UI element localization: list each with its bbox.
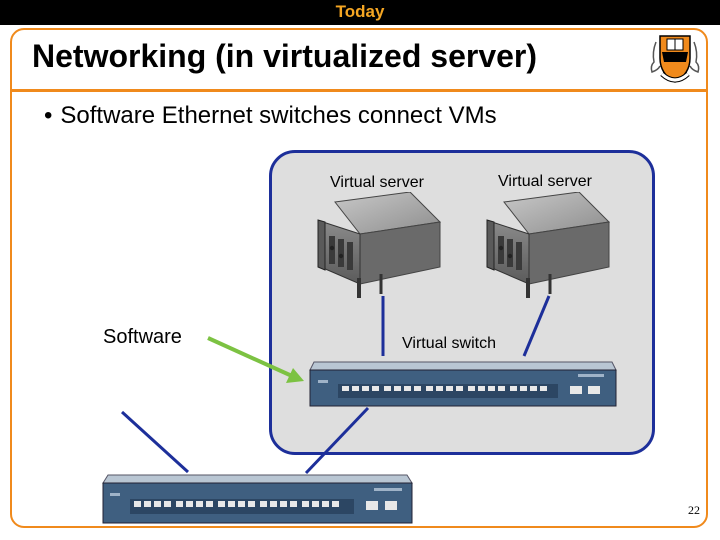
bullet-item: • Software Ethernet switches connect VMs [44, 102, 497, 130]
header-bar: Today [0, 0, 720, 25]
page-number: 22 [688, 503, 700, 517]
switch-ports [342, 386, 547, 391]
header-label: Today [335, 2, 385, 21]
bullet-text: Software Ethernet switches connect VMs [60, 102, 497, 129]
ethernet-switch-icon [309, 361, 617, 407]
title-divider [10, 89, 708, 92]
bullet-dot: • [44, 102, 53, 129]
software-label: Software [103, 326, 182, 348]
server-rack-icon [317, 192, 442, 298]
slide-frame [10, 28, 708, 528]
ethernet-switch-icon [102, 474, 413, 524]
princeton-shield-icon [650, 35, 700, 83]
slide-title: Networking (in virtualized server) [32, 38, 538, 74]
virtual-switch-label: Virtual switch [402, 335, 496, 352]
virtual-server-label: Virtual server [498, 173, 592, 190]
virtual-server-label: Virtual server [330, 174, 424, 191]
server-rack-icon [486, 192, 611, 298]
switch-ports [134, 501, 339, 507]
